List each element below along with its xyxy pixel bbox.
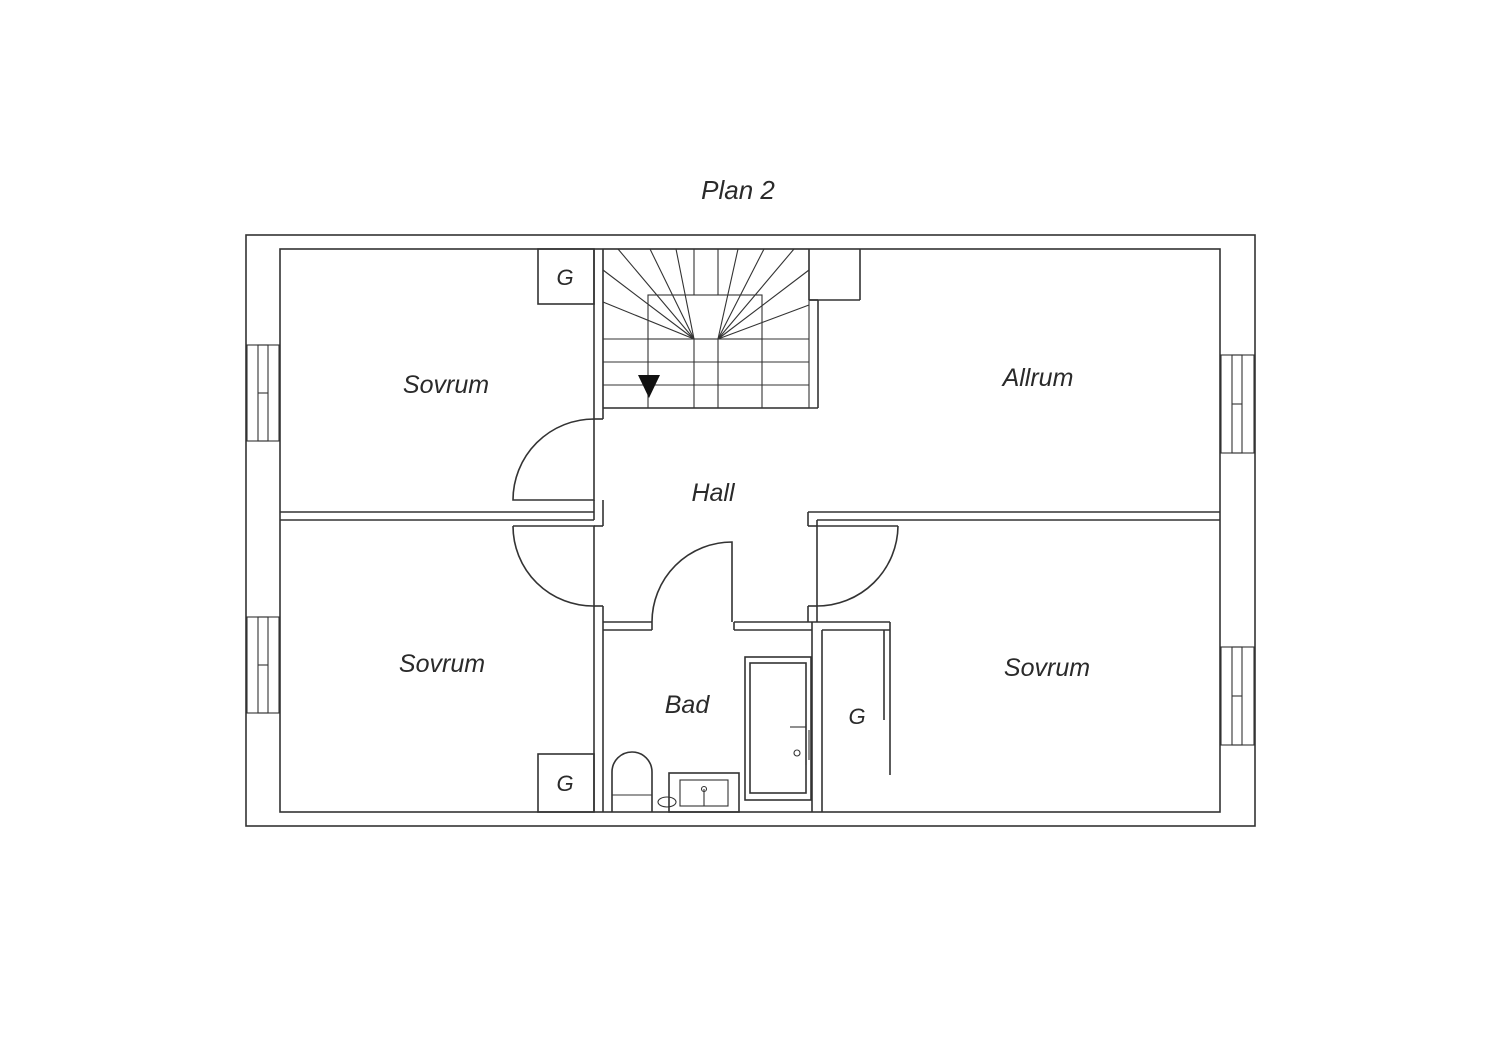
door-bedroom-top-left [512, 418, 603, 501]
staircase [602, 248, 810, 409]
window-left-top [246, 344, 280, 442]
room-label-bedroom-bottom-right: Sovrum [1004, 654, 1090, 682]
window-right-top [1220, 354, 1255, 454]
door-bathroom [651, 541, 733, 623]
closet-bottom-left: G [537, 753, 595, 813]
closet-label: G [848, 704, 865, 729]
closet-top-left: G [537, 248, 595, 305]
room-label-bedroom-top-left: Sovrum [403, 371, 489, 399]
room-label-bathroom: Bad [665, 691, 711, 719]
room-label-bedroom-bottom-left: Sovrum [399, 650, 485, 678]
closet-label: G [556, 265, 573, 290]
room-label-living-room: Allrum [1001, 364, 1074, 392]
sink-icon [657, 772, 740, 813]
room-label-hall: Hall [691, 479, 736, 507]
plan-title: Plan 2 [701, 175, 775, 205]
window-right-bottom [1220, 646, 1255, 746]
door-bedroom-bottom-right [816, 525, 899, 607]
toilet-icon [611, 751, 653, 812]
shower-icon [744, 656, 812, 801]
window-left-bottom [246, 616, 280, 714]
closet-label: G [556, 771, 573, 796]
down-arrow-icon [638, 375, 660, 398]
door-bedroom-bottom-left [512, 525, 595, 607]
closet-right: G [848, 622, 891, 775]
